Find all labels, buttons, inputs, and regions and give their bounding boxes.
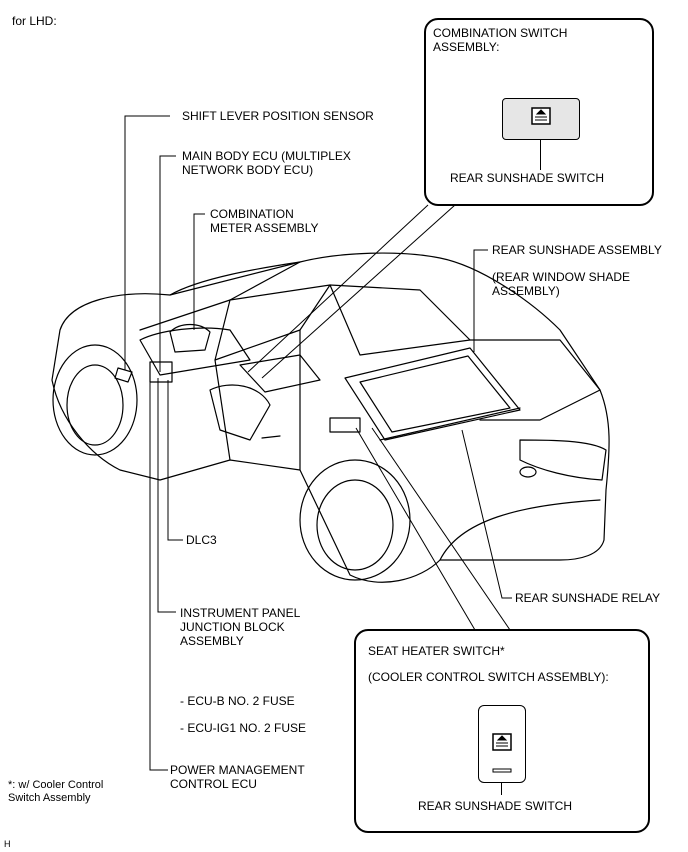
footnote-line2: Switch Assembly (8, 792, 91, 804)
callout-combination-switch: COMBINATION SWITCH ASSEMBLY: REAR SUNSHA… (424, 18, 654, 206)
rear-wheel (316, 479, 394, 571)
label-power-management-ecu-line2: CONTROL ECU (170, 777, 257, 791)
front-wheel-arch (52, 344, 138, 456)
callout-bottom-switch-label: REAR SUNSHADE SWITCH (418, 799, 573, 813)
label-shift-lever-sensor: SHIFT LEVER POSITION SENSOR (182, 109, 374, 123)
leader-relay (461, 429, 512, 599)
shift-lever-sensor-shape (114, 367, 133, 383)
leader-shift-lever (124, 115, 170, 370)
label-ip-junction-block-line2: JUNCTION BLOCK (180, 620, 285, 634)
callout-bottom-leader (501, 783, 502, 795)
main-body-ecu-shape (149, 361, 173, 383)
label-rear-window-shade-line1: (REAR WINDOW SHADE (492, 270, 630, 284)
label-combination-meter-line2: METER ASSEMBLY (210, 221, 319, 235)
label-dlc3: DLC3 (186, 533, 217, 547)
rear-sunshade-rail (379, 407, 521, 441)
corner-code: H (4, 839, 11, 849)
leader-rear-sunshade-assy (473, 249, 488, 352)
label-rear-sunshade-relay: REAR SUNSHADE RELAY (515, 591, 661, 605)
label-rear-sunshade-assembly: REAR SUNSHADE ASSEMBLY (492, 243, 662, 257)
dashboard (139, 327, 251, 376)
leader-top-callout-a (247, 204, 429, 373)
leader-bottom-callout-a (355, 427, 476, 631)
rear-sunshade-switch-top[interactable] (502, 98, 580, 140)
callout-top-title-line1: COMBINATION SWITCH (433, 26, 568, 40)
car-body-outline (51, 252, 610, 583)
trunk-lid (469, 339, 601, 421)
rear-sunshade-frame (344, 347, 521, 441)
callout-top-leader (540, 140, 541, 170)
windshield (139, 261, 301, 331)
footnote-line1: *: w/ Cooler Control (8, 779, 104, 791)
label-ip-junction-block-line3: ASSEMBLY (180, 634, 244, 648)
label-fuse-ecu-ig1: - ECU-IG1 NO. 2 FUSE (180, 721, 307, 735)
label-combination-meter-line1: COMBINATION (210, 207, 294, 221)
rear-wheel-arch (299, 459, 411, 581)
door-line-front (214, 359, 231, 461)
leader-dlc3 (167, 380, 183, 541)
console (239, 354, 321, 393)
label-power-management-ecu-line1: POWER MANAGEMENT (170, 763, 305, 777)
label-main-body-ecu-line1: MAIN BODY ECU (MULTIPLEX (182, 149, 351, 163)
rear-bumper (439, 499, 601, 561)
variant-label: for LHD: (12, 14, 57, 28)
seat-heater-switch-shape (329, 417, 361, 433)
leader-ip-jb (157, 378, 176, 613)
callout-bottom-title-line1: SEAT HEATER SWITCH* (368, 644, 505, 658)
callout-bottom-title-line2: (COOLER CONTROL SWITCH ASSEMBLY): (368, 670, 609, 684)
callout-seat-heater-switch: SEAT HEATER SWITCH* (COOLER CONTROL SWIT… (354, 629, 650, 833)
label-fuse-ecu-b: - ECU-B NO. 2 FUSE (180, 694, 295, 708)
car-roof (169, 261, 301, 296)
sunshade-icon (492, 733, 512, 773)
leader-combo-meter (193, 213, 205, 330)
leader-bottom-callout-b (371, 427, 511, 631)
rear-sunshade-switch-bottom[interactable] (478, 705, 526, 783)
front-wheel (66, 364, 124, 446)
rear-emblem (519, 466, 537, 478)
callout-top-switch-label: REAR SUNSHADE SWITCH (450, 171, 605, 185)
front-seat (209, 384, 271, 441)
leader-top-callout-b (261, 204, 456, 379)
rear-sunshade-inner (359, 355, 511, 433)
leader-pm-ecu (149, 380, 168, 771)
meter-cluster (169, 323, 211, 353)
label-main-body-ecu-line2: NETWORK BODY ECU) (182, 163, 314, 177)
tail-light (519, 439, 607, 481)
door-handle (261, 435, 281, 439)
sunshade-icon (531, 107, 551, 125)
callout-top-title-line2: ASSEMBLY: (433, 40, 500, 54)
label-rear-window-shade-line2: ASSEMBLY) (492, 284, 560, 298)
rear-window (329, 284, 471, 356)
leader-main-body-ecu (159, 155, 176, 372)
label-ip-junction-block-line1: INSTRUMENT PANEL (180, 606, 301, 620)
